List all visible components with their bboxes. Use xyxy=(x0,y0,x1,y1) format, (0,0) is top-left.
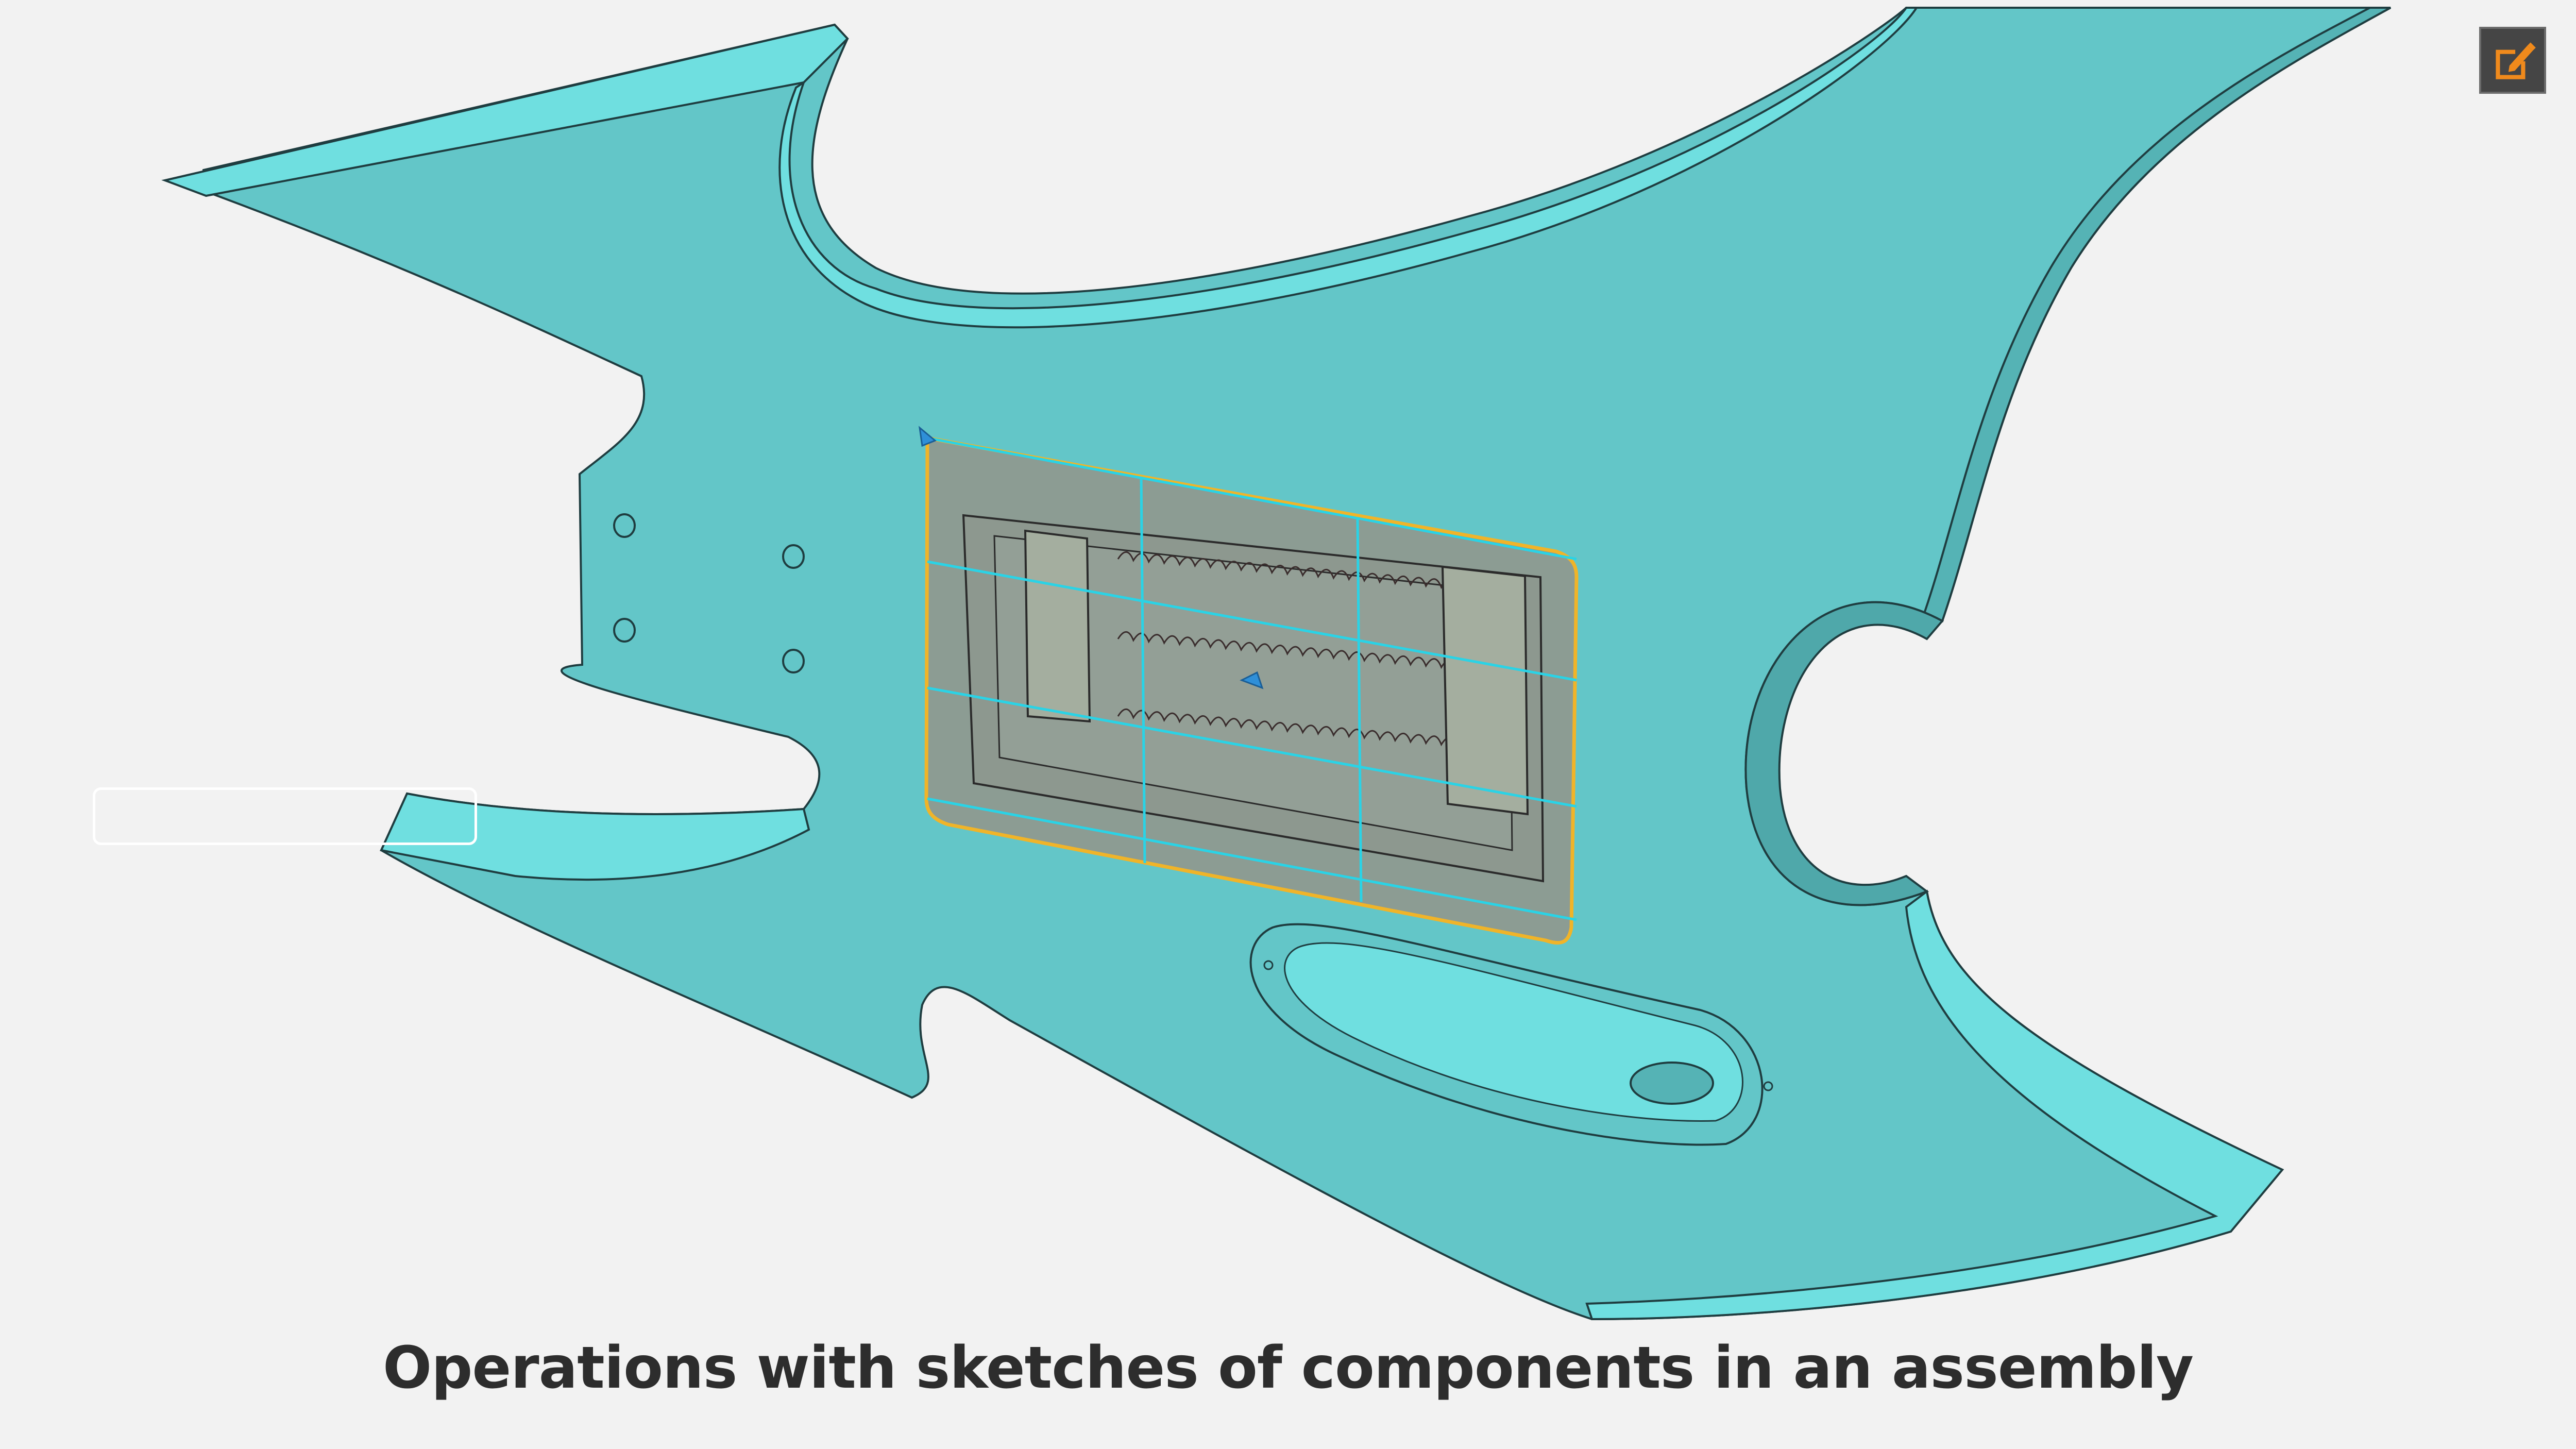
screw-hole-right[interactable] xyxy=(1763,1081,1773,1091)
sketch-origin-icon[interactable] xyxy=(918,426,937,447)
jack-hole[interactable] xyxy=(1630,1062,1714,1105)
caption-title: Operations with sketches of components i… xyxy=(383,1335,2194,1402)
dimension-input-field[interactable] xyxy=(93,787,477,845)
lower-left-horn-bevel xyxy=(380,792,810,881)
upper-cutaway-bevel xyxy=(778,7,1919,329)
tremolo-springs[interactable] xyxy=(1117,551,1473,748)
edit-sketch-button[interactable] xyxy=(2479,27,2546,94)
upper-horn-bevel xyxy=(161,23,849,197)
sketch-axis-marker-icon[interactable] xyxy=(1240,671,1264,689)
right-cutaway-wall xyxy=(1744,601,1944,906)
mount-hole-4[interactable] xyxy=(782,649,805,673)
mount-hole-2[interactable] xyxy=(613,618,636,643)
control-cavity-inner xyxy=(1284,942,1743,1122)
screw-hole-left[interactable] xyxy=(1263,960,1274,970)
lower-horn-bevel xyxy=(1585,889,2284,1321)
edit-sketch-icon xyxy=(2496,42,2536,79)
tremolo-block[interactable] xyxy=(1441,565,1529,816)
mount-hole-3[interactable] xyxy=(782,544,805,569)
sketch-grid xyxy=(927,436,1577,921)
mount-hole-1[interactable] xyxy=(613,513,636,538)
spring-claw[interactable] xyxy=(1024,529,1091,723)
